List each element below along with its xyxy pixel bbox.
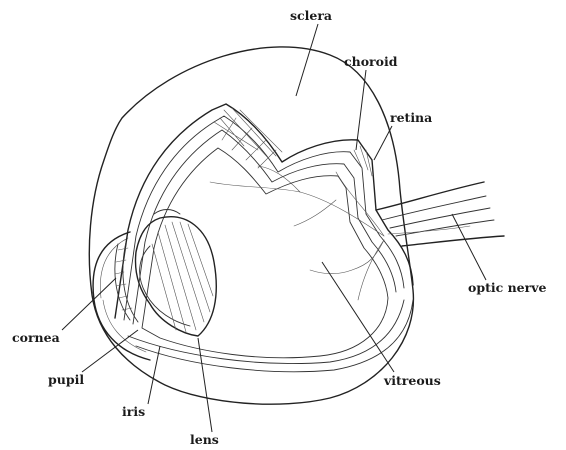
label-cornea: cornea [12, 330, 60, 345]
label-pupil: pupil [48, 372, 84, 387]
leader-cornea [62, 278, 116, 330]
label-lens: lens [190, 432, 219, 447]
leader-lines [62, 24, 486, 432]
leader-lens [198, 338, 212, 432]
leader-sclera [296, 24, 318, 96]
label-vitreous: vitreous [383, 373, 441, 388]
retinal-vessels [210, 166, 384, 300]
leader-iris [148, 346, 160, 404]
leader-retina [374, 126, 392, 160]
label-optic-nerve: optic nerve [468, 280, 546, 295]
label-retina: retina [390, 110, 432, 125]
leader-choroid [356, 70, 366, 150]
labels: sclera choroid retina optic nerve cornea… [12, 8, 546, 447]
label-iris: iris [122, 404, 145, 419]
optic-nerve-shape [376, 182, 504, 246]
label-choroid: choroid [344, 54, 398, 69]
lens-iris [115, 210, 216, 337]
label-sclera: sclera [290, 8, 332, 23]
eyeball-outline [89, 47, 413, 404]
